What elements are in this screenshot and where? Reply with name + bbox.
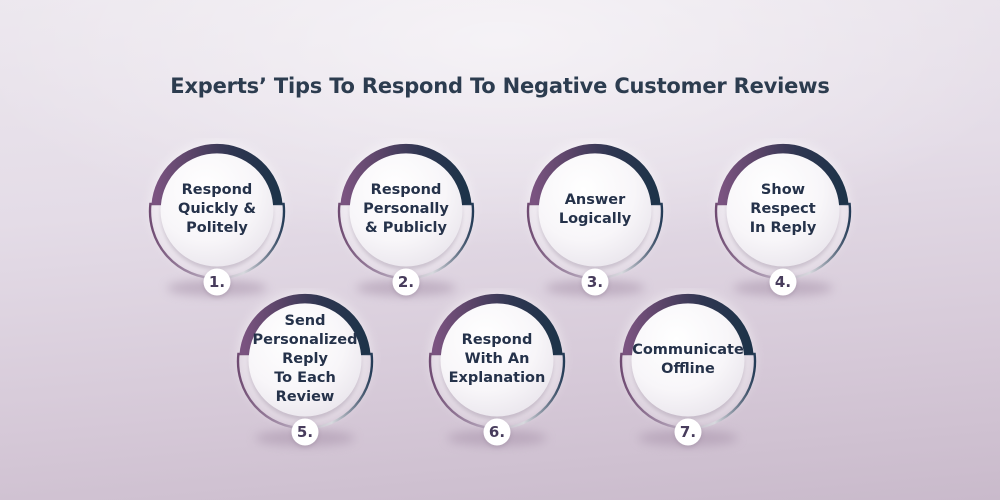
- badge-rings-graphic: [526, 141, 664, 298]
- badge-rings-graphic: [619, 291, 757, 448]
- top-thick-arc: [431, 293, 563, 356]
- badge-rings-graphic: [148, 141, 286, 298]
- number-badge-circle: [769, 268, 797, 296]
- tip-number: 2.: [397, 273, 415, 291]
- tip-label: Show Respect In Reply: [749, 182, 817, 236]
- top-thick-arc: [239, 293, 371, 356]
- face-circle: [440, 303, 554, 417]
- face-circle: [248, 303, 362, 417]
- badge-rings-graphic: [337, 141, 475, 298]
- tip-badge: Respond With An Explanation 6.: [417, 288, 577, 466]
- top-thick-arc: [622, 293, 754, 356]
- tip-badge: Show Respect In Reply 4.: [703, 138, 863, 316]
- tip-number: 3.: [586, 273, 604, 291]
- tip-label: Send Personalized Reply To Each Review: [252, 313, 358, 405]
- top-thick-arc: [151, 143, 283, 206]
- tip-number: 4.: [774, 273, 792, 291]
- tip-number: 6.: [488, 423, 506, 441]
- top-thick-arc: [717, 143, 849, 206]
- tip-badge: Communicate Offline 7.: [608, 288, 768, 466]
- number-badge-circle: [291, 418, 319, 446]
- face-circle: [538, 153, 652, 267]
- top-thick-arc: [529, 143, 661, 206]
- number-badge-circle: [483, 418, 511, 446]
- tip-label: Communicate Offline: [632, 341, 744, 377]
- number-badge-circle: [581, 268, 609, 296]
- tip-number: 7.: [679, 423, 697, 441]
- tip-label: Respond With An Explanation: [448, 332, 546, 386]
- face-circle: [726, 153, 840, 267]
- number-badge-circle: [674, 418, 702, 446]
- face-circle: [349, 153, 463, 267]
- tip-label: Respond Quickly & Politely: [178, 182, 256, 236]
- face-circle: [160, 153, 274, 267]
- tip-label: Respond Personally & Publicly: [363, 182, 449, 236]
- tip-badge: Send Personalized Reply To Each Review 5…: [225, 288, 385, 466]
- tip-number: 5.: [296, 423, 314, 441]
- face-circle: [631, 303, 745, 417]
- number-badge-circle: [203, 268, 231, 296]
- badge-rings-graphic: [428, 291, 566, 448]
- tip-badge: Answer Logically 3.: [515, 138, 675, 316]
- tip-label: Answer Logically: [558, 191, 632, 227]
- page-title: Experts’ Tips To Respond To Negative Cus…: [170, 74, 830, 98]
- badge-rings-graphic: [236, 291, 374, 448]
- number-badge-circle: [392, 268, 420, 296]
- tip-badge: Respond Quickly & Politely 1.: [137, 138, 297, 316]
- tip-badge: Respond Personally & Publicly 2.: [326, 138, 486, 316]
- badge-rings-graphic: [714, 141, 852, 298]
- tip-number: 1.: [208, 273, 226, 291]
- top-thick-arc: [340, 143, 472, 206]
